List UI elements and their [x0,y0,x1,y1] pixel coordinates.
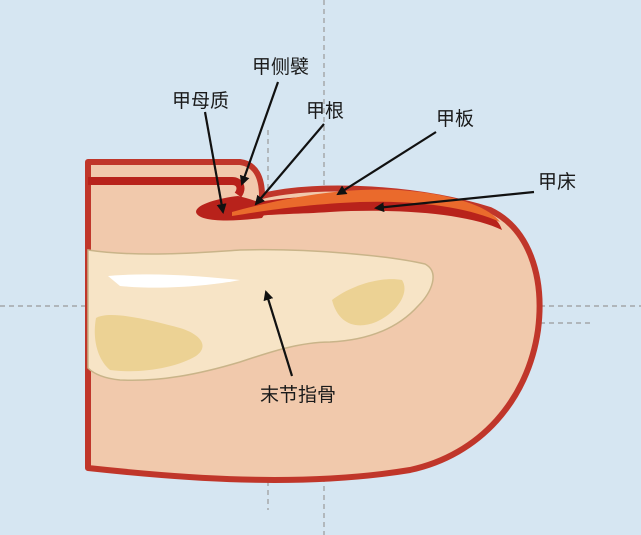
nail-plate [232,189,500,222]
label-matrix: 甲母质 [172,90,230,112]
label-nail-bed: 甲床 [538,171,577,193]
arrow-nail-root [254,123,325,206]
bone-inner-shading-right [332,279,405,326]
label-distal-phalanx: 末节指骨 [260,384,337,406]
label-nail-root: 甲根 [306,100,345,122]
bone-highlight [108,274,240,288]
arrow-nail-plate [336,131,437,196]
label-lateral-fold: 甲侧襞 [252,56,310,78]
arrows [203,81,535,377]
arrow-matrix [203,111,227,214]
bone-inner-shading-left [94,315,203,372]
arrow-lateral-fold [239,81,280,186]
arrow-distal-phalanx [263,290,294,377]
nail-matrix [196,196,270,221]
arrow-nail-bed [374,190,535,213]
label-nail-plate: 甲板 [436,108,475,130]
proximal-fold-line [88,177,245,198]
